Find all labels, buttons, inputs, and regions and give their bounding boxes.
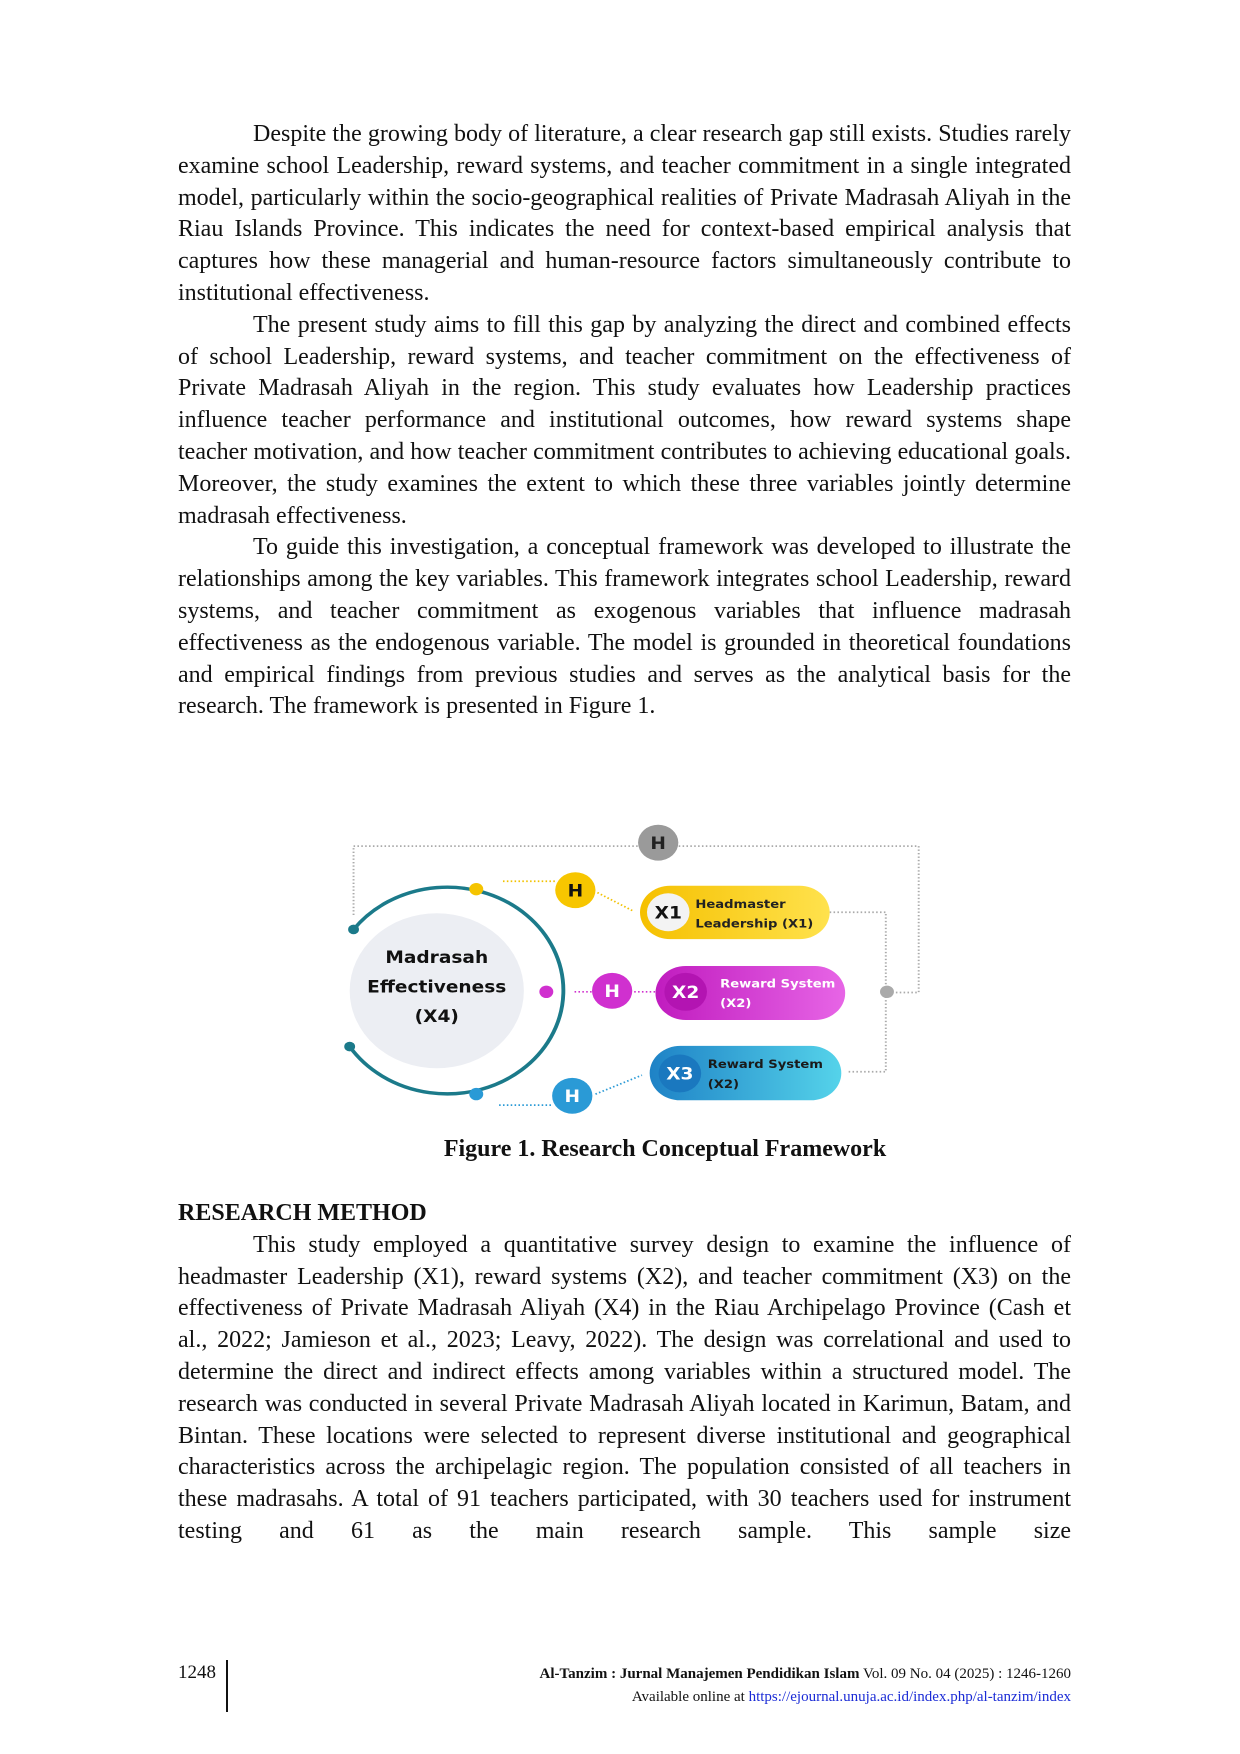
svg-text:(X2): (X2) bbox=[720, 996, 751, 1010]
hypothesis-h3: H bbox=[552, 1077, 593, 1114]
center-circle bbox=[349, 913, 524, 1069]
svg-text:H: H bbox=[650, 835, 666, 854]
journal-info: Al-Tanzim : Jurnal Manajemen Pendidikan … bbox=[540, 1666, 1071, 1683]
journal-link[interactable]: https://ejournal.unuja.ac.id/index.php/a… bbox=[748, 1689, 1071, 1705]
center-label: Madrasah bbox=[385, 949, 488, 968]
node-x3: X3 Reward System (X2) bbox=[649, 1045, 842, 1101]
svg-text:Reward System: Reward System bbox=[708, 1057, 823, 1071]
journal-volume: Vol. 09 No. 04 (2025) : 1246-1260 bbox=[862, 1666, 1071, 1682]
intro-section: Despite the growing body of literature, … bbox=[178, 119, 1071, 723]
svg-text:H: H bbox=[564, 1088, 580, 1107]
availability-line: Available online at https://ejournal.unu… bbox=[632, 1689, 1071, 1706]
junction-dot bbox=[880, 985, 894, 999]
svg-text:Reward System: Reward System bbox=[720, 976, 835, 990]
svg-text:Leadership (X1): Leadership (X1) bbox=[695, 916, 813, 930]
ring-dot bbox=[539, 985, 554, 999]
svg-text:(X2): (X2) bbox=[708, 1077, 739, 1091]
center-label: (X4) bbox=[415, 1008, 459, 1027]
paragraph: The present study aims to fill this gap … bbox=[178, 311, 1071, 529]
svg-text:X2: X2 bbox=[672, 984, 699, 1003]
center-label: Effectiveness bbox=[367, 978, 506, 997]
svg-text:X1: X1 bbox=[655, 904, 682, 923]
paragraph: Despite the growing body of literature, … bbox=[178, 121, 1071, 306]
node-x1: X1 Headmaster Leadership (X1) bbox=[640, 885, 830, 940]
available-label: Available online at bbox=[631, 1689, 745, 1705]
effectiveness-ring bbox=[348, 885, 566, 1096]
figure-caption: Figure 1. Research Conceptual Framework bbox=[443, 1136, 887, 1162]
svg-text:X3: X3 bbox=[666, 1066, 693, 1085]
ring-end-dot bbox=[344, 1041, 356, 1052]
ring-dot bbox=[469, 1087, 484, 1101]
node-x2: X2 Reward System (X2) bbox=[655, 965, 846, 1021]
svg-text:Headmaster: Headmaster bbox=[695, 897, 786, 911]
section-heading: RESEARCH METHOD bbox=[178, 1200, 427, 1226]
page-number: 1248 bbox=[178, 1662, 216, 1683]
ring-end-dot bbox=[348, 924, 359, 935]
paragraph: To guide this investigation, a conceptua… bbox=[178, 534, 1071, 720]
journal-name: Al-Tanzim : Jurnal Manajemen Pendidikan … bbox=[539, 1666, 860, 1682]
svg-text:H: H bbox=[568, 882, 584, 901]
ring-dot bbox=[469, 882, 484, 896]
hypothesis-h2: H bbox=[592, 972, 633, 1009]
hypothesis-h1: H bbox=[555, 872, 596, 909]
footer-divider bbox=[226, 1660, 228, 1712]
conceptual-framework-figure: Madrasah Effectiveness (X4) H H H H X1 H… bbox=[344, 824, 920, 1114]
svg-text:H: H bbox=[604, 983, 620, 1002]
hypothesis-h-grey: H bbox=[638, 824, 679, 861]
paragraph: This study employed a quantitative surve… bbox=[178, 1231, 1071, 1544]
method-section: RESEARCH METHOD This study employed a qu… bbox=[178, 1198, 1071, 1548]
